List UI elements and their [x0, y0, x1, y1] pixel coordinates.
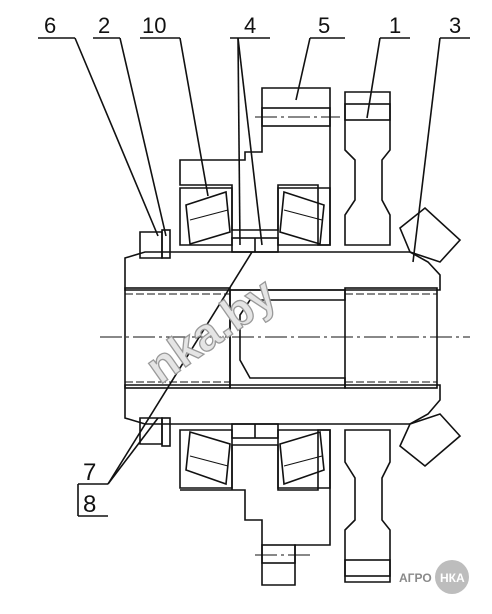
bevel-pinion — [399, 206, 462, 468]
hub-shaft — [100, 251, 470, 425]
housing-lower — [180, 429, 331, 586]
leader-lines — [38, 37, 470, 517]
callout-3: 3 — [449, 13, 461, 38]
bearing-right-upper — [277, 187, 331, 246]
logo-text-left: АГРО — [399, 571, 432, 585]
callout-2: 2 — [98, 13, 110, 38]
watermark-text: nka.by — [136, 267, 286, 393]
gear-upper — [344, 91, 391, 246]
callout-4: 4 — [244, 13, 256, 38]
callout-8: 8 — [83, 491, 96, 518]
callout-1: 1 — [389, 13, 401, 38]
bearing-left-lower — [179, 429, 233, 489]
nut-washer — [139, 229, 171, 447]
callout-labels: 6 2 10 4 5 1 3 7 8 — [44, 13, 461, 518]
agro-nka-logo: АГРО НКА — [399, 560, 469, 594]
callout-6: 6 — [44, 13, 56, 38]
logo-circle — [435, 560, 469, 594]
callout-10: 10 — [142, 13, 166, 38]
spacer-rings-upper — [231, 237, 279, 253]
spacer-rings-lower — [231, 423, 279, 439]
logo-text-right: НКА — [440, 571, 465, 585]
callout-7: 7 — [83, 459, 96, 486]
bearing-left-upper — [179, 187, 233, 246]
bearing-right-lower — [277, 429, 331, 489]
callout-5: 5 — [318, 13, 330, 38]
gear-lower — [344, 429, 391, 583]
